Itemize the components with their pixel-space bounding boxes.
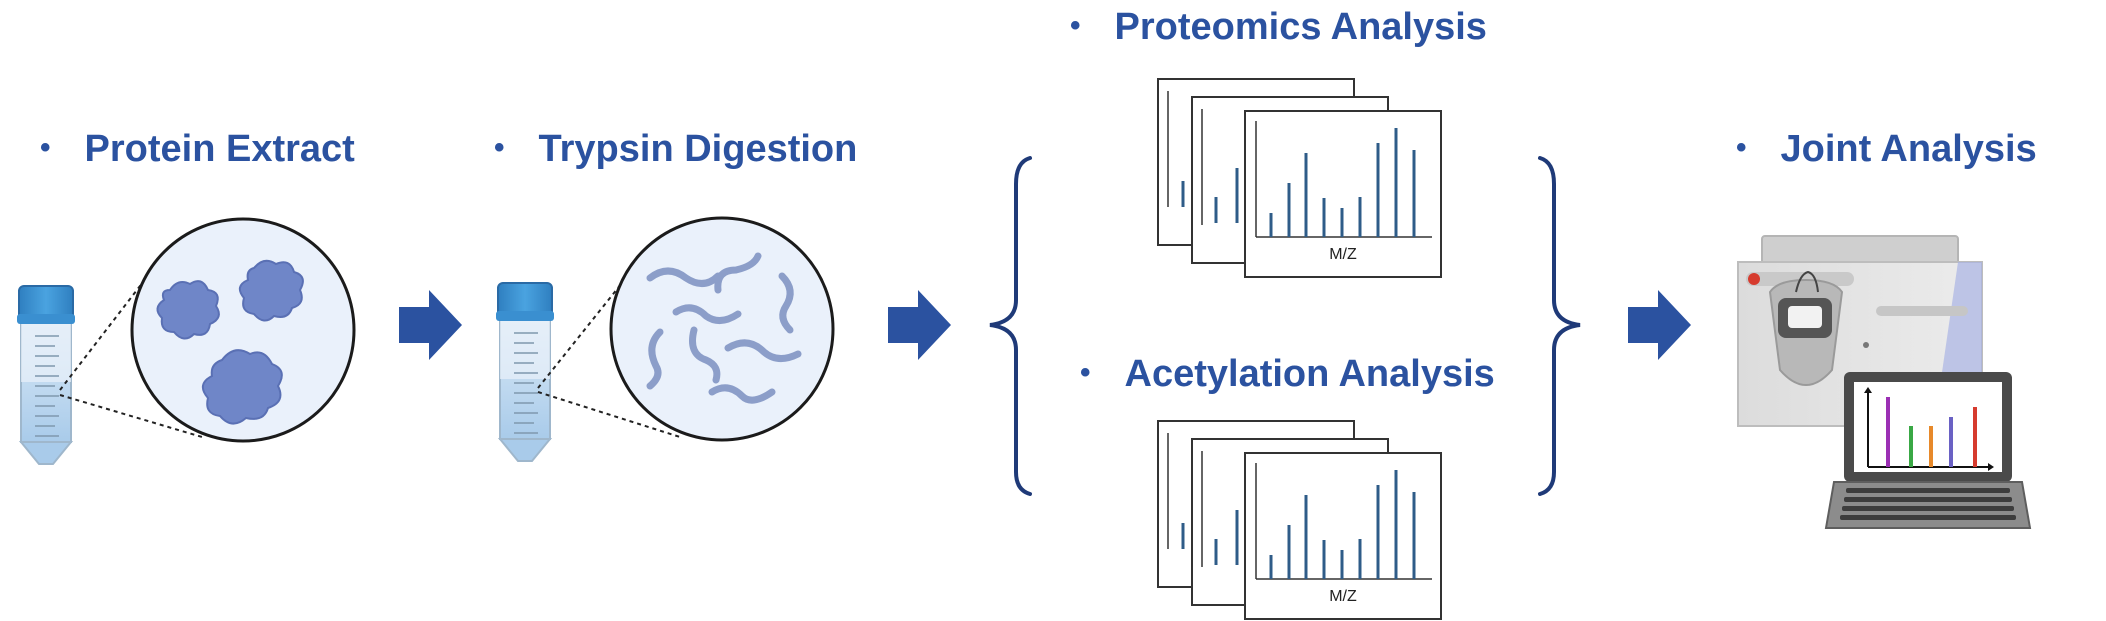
step-title-joint-analysis: • Joint Analysis: [1736, 128, 2037, 171]
spectrum-front-card: M/Z: [1244, 110, 1442, 278]
flow-arrow-icon: [399, 290, 462, 360]
peptide-strand: [714, 252, 762, 294]
zoom-lines: [59, 272, 203, 438]
step-title-acetylation-analysis: • Acetylation Analysis: [1080, 353, 1495, 396]
peptide-strand: [778, 272, 794, 334]
acetylation-spectra-stack: M/Z: [1157, 420, 1442, 620]
zoom-lines: [537, 272, 681, 438]
peptide-strand: [646, 328, 664, 390]
peptide-strand: [724, 339, 802, 362]
spectrum-back-bars: [1181, 168, 1239, 223]
bullet: •: [40, 130, 51, 164]
mz-axis-label: M/Z: [1329, 588, 1357, 605]
peptide-strand: [708, 384, 776, 404]
flow-arrow-icon: [1628, 290, 1691, 360]
proteomics-spectra-stack: M/Z: [1157, 78, 1442, 278]
step-title-protein-extract: • Protein Extract: [40, 128, 355, 171]
title-text: Acetylation Analysis: [1124, 353, 1495, 395]
protein-blob: [238, 259, 304, 322]
protein-blob: [156, 280, 220, 340]
step-title-trypsin-digestion: • Trypsin Digestion: [494, 128, 857, 171]
peptide-strand: [646, 267, 722, 287]
title-text: Joint Analysis: [1780, 128, 2037, 170]
protein-zoom-circle: [130, 217, 356, 443]
spectrum-back-bars: [1181, 510, 1239, 565]
protein-blob: [201, 349, 283, 425]
bullet: •: [1070, 8, 1081, 42]
peptide-zoom-circle: [609, 216, 835, 442]
spectrum-front-card: M/Z: [1244, 452, 1442, 620]
digest-tube-icon: [495, 282, 555, 462]
step-title-proteomics-analysis: • Proteomics Analysis: [1070, 6, 1487, 49]
title-text: Protein Extract: [84, 128, 355, 170]
bullet: •: [494, 130, 505, 164]
title-text: Trypsin Digestion: [538, 128, 858, 170]
peptide-strand: [689, 326, 721, 384]
flow-arrow-icon: [888, 290, 951, 360]
bullet: •: [1736, 130, 1747, 164]
laptop-icon: [1824, 372, 2032, 529]
right-brace-icon: [1538, 156, 1581, 496]
left-brace-icon: [989, 156, 1032, 496]
title-text: Proteomics Analysis: [1114, 6, 1487, 48]
protein-tube-icon: [16, 285, 76, 465]
peptide-strand: [672, 304, 742, 324]
mz-axis-label: M/Z: [1329, 246, 1357, 263]
bullet: •: [1080, 355, 1091, 389]
